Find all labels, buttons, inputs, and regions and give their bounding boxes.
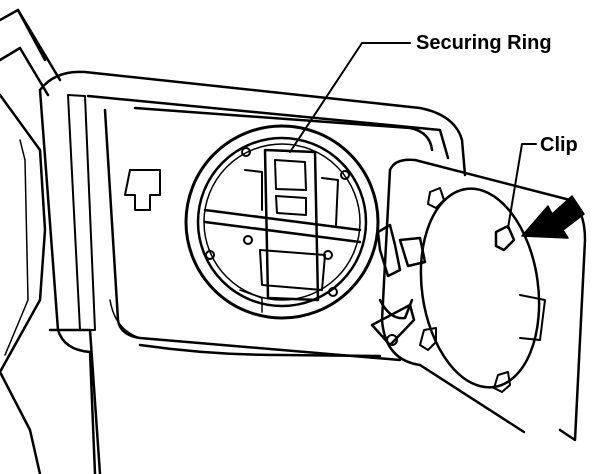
clip-arrow-icon [521,195,585,239]
clip-label: Clip [540,134,578,156]
fuel-recess-housing [38,70,467,474]
securing-ring-leader-line [289,42,411,153]
clip-leader-line [507,143,537,229]
securing-ring [184,124,380,320]
securing-ring-label: Securing Ring [416,32,552,54]
hinge-arm [370,223,427,347]
filler-neck [203,148,362,313]
